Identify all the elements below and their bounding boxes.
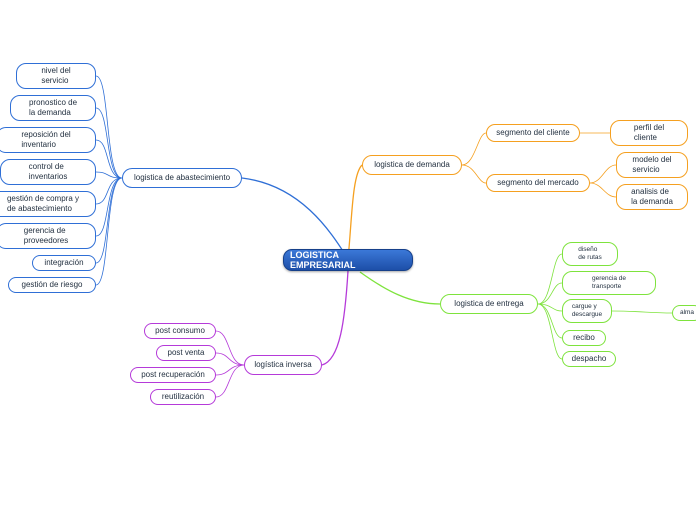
analisis-demanda[interactable]: analisis de la demanda (616, 184, 688, 210)
connector-center-entrega (359, 271, 441, 305)
branch-demanda[interactable]: logistica de demanda (362, 155, 462, 175)
connector-center-abastecimiento (241, 177, 349, 260)
inversa-item[interactable]: post recuperación (130, 367, 216, 383)
branch-entrega[interactable]: logistica de entrega (440, 294, 538, 314)
entrega-item[interactable]: diseño de rutas (562, 242, 618, 266)
abastecimiento-item[interactable]: nivel del servicio (16, 63, 96, 89)
connector-center-inversa (321, 270, 349, 366)
entrega-item[interactable]: despacho (562, 351, 616, 367)
abastecimiento-item[interactable]: reposición del inventario (0, 127, 96, 153)
inversa-item[interactable]: post venta (156, 345, 216, 361)
abastecimiento-connectors (95, 75, 123, 286)
inversa-item[interactable]: reutilización (150, 389, 216, 405)
inversa-item[interactable]: post consumo (144, 323, 216, 339)
demanda-connectors (461, 132, 617, 198)
branch-abastecimiento[interactable]: logistica de abastecimiento (122, 168, 242, 188)
branch-inversa[interactable]: logística inversa (244, 355, 322, 375)
entrega-item[interactable]: gerencia de transporte (562, 271, 656, 295)
entrega-sub-item[interactable]: alma (672, 305, 696, 321)
entrega-item[interactable]: cargue y descargue (562, 299, 612, 323)
entrega-item[interactable]: recibo (562, 330, 606, 346)
inversa-connectors (215, 330, 245, 398)
connector-center-demanda (347, 164, 363, 260)
perfil-cliente[interactable]: perfil del cliente (610, 120, 688, 146)
abastecimiento-item[interactable]: control de inventarios (0, 159, 96, 185)
segmento-cliente[interactable]: segmento del cliente (486, 124, 580, 142)
modelo-servicio[interactable]: modelo del servicio (616, 152, 688, 178)
abastecimiento-item[interactable]: integración (32, 255, 96, 271)
segmento-mercado[interactable]: segmento del mercado (486, 174, 590, 192)
central-topic[interactable]: LOGISTICA EMPRESARIAL (283, 249, 413, 271)
abastecimiento-item[interactable]: pronostico de la demanda (10, 95, 96, 121)
abastecimiento-item[interactable]: gerencia de proveedores (0, 223, 96, 249)
entrega-connectors (537, 253, 673, 360)
abastecimiento-item[interactable]: gestión de riesgo (8, 277, 96, 293)
abastecimiento-item[interactable]: gestión de compra y de abastecimiento (0, 191, 96, 217)
